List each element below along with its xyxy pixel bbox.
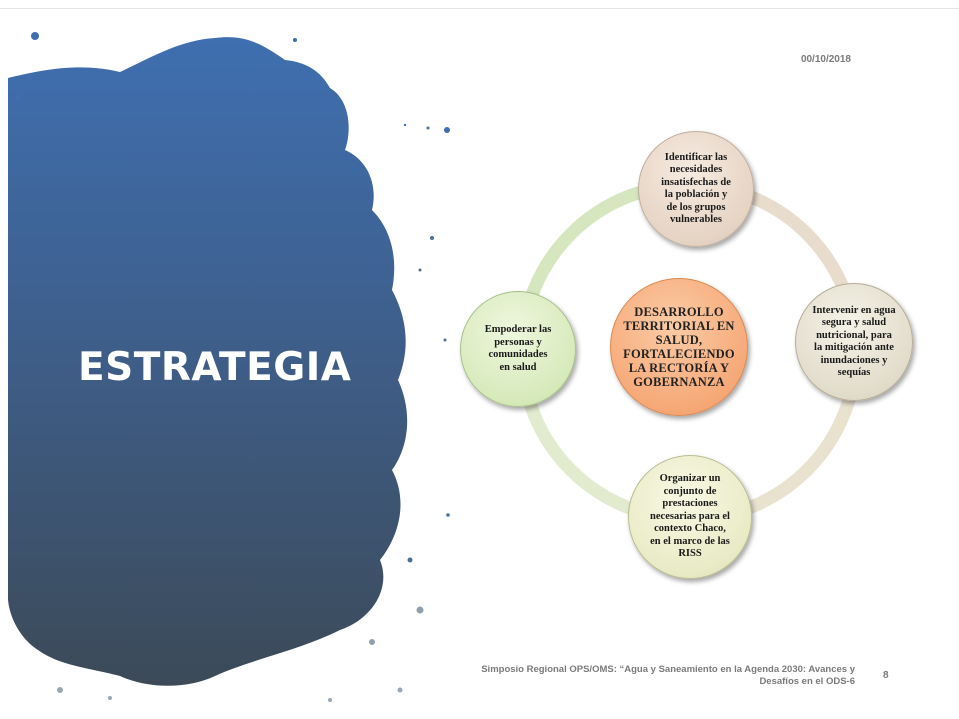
center-line: TERRITORIAL EN (623, 319, 735, 333)
diagram-node-text: Identificar las necesidades insatisfecha… (661, 152, 731, 227)
node-line: prestaciones (662, 498, 718, 510)
center-line: DESARROLLO (634, 305, 724, 319)
diagram-node-text: Intervenir en agua segura y salud nutric… (812, 305, 895, 380)
center-line: LA RECTORÍA Y (628, 361, 730, 375)
diagram-node-services: Organizar un conjunto de prestaciones ne… (628, 455, 752, 579)
node-line: inundaciones y (820, 354, 888, 366)
top-rule (0, 8, 959, 9)
diagram-center-text: DESARROLLO TERRITORIAL EN SALUD, FORTALE… (623, 305, 735, 389)
node-line: vulnerables (670, 214, 722, 225)
node-line: necesidades (669, 164, 723, 175)
center-line: GOBERNANZA (633, 375, 725, 389)
node-line: RISS (678, 548, 702, 560)
node-line: de los grupos (666, 201, 726, 213)
slide-title: ESTRATEGIA (78, 345, 352, 390)
slide-footer: Simposio Regional OPS/OMS: “Agua y Sanea… (481, 664, 855, 687)
node-line: en salud (499, 361, 537, 373)
node-line: la población y (664, 189, 728, 200)
diagram-node-water: Intervenir en agua segura y salud nutric… (795, 283, 913, 401)
node-line: personas y (494, 336, 542, 348)
node-line: sequías (837, 367, 871, 378)
node-line: insatisfechas de (661, 176, 731, 188)
node-line: Identificar las (664, 151, 728, 163)
node-line: necesarias para el (650, 510, 730, 522)
center-line: FORTALECIENDO (623, 347, 735, 361)
diagram-node-empower: Empoderar las personas y comunidades en … (460, 291, 576, 407)
node-line: segura y salud (821, 317, 887, 328)
node-line: Empoderar las (484, 324, 552, 335)
diagram-center-node: DESARROLLO TERRITORIAL EN SALUD, FORTALE… (610, 278, 748, 416)
center-line: SALUD, (655, 333, 703, 347)
node-line: en el marco de las (650, 535, 730, 547)
node-line: comunidades (488, 349, 548, 360)
paint-splash-background (8, 32, 450, 702)
diagram-node-needs: Identificar las necesidades insatisfecha… (638, 131, 754, 247)
node-line: conjunto de (663, 485, 717, 497)
slide-date: 00/10/2018 (800, 54, 851, 65)
diagram-node-text: Empoderar las personas y comunidades en … (485, 324, 552, 374)
node-line: Intervenir en agua (812, 304, 896, 316)
node-line: la mitigación ante (814, 342, 894, 353)
node-line: nutricional, para (816, 329, 892, 341)
diagram-node-text: Organizar un conjunto de prestaciones ne… (650, 473, 730, 561)
page-number: 8 (883, 670, 889, 681)
node-line: Organizar un (659, 473, 721, 485)
node-line: contexto Chaco, (654, 523, 726, 535)
